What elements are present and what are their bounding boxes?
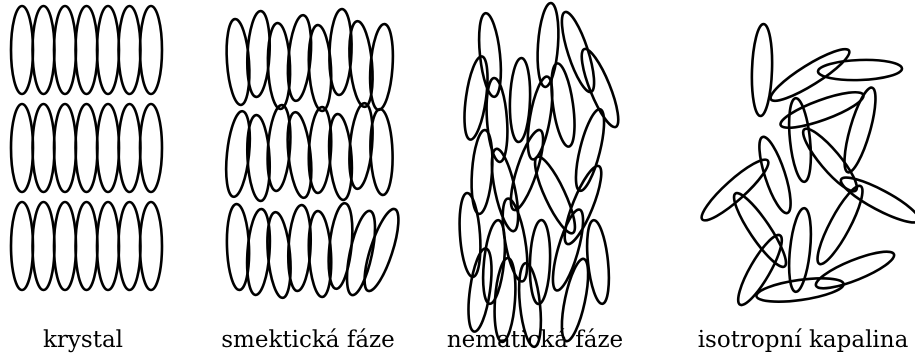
molecule-ellipse [119, 6, 141, 94]
molecule-ellipse [76, 6, 98, 94]
smectic-phase-molecules [223, 9, 406, 299]
molecule-ellipse [570, 107, 610, 193]
molecule-ellipse [457, 192, 483, 277]
molecule-ellipse [54, 104, 76, 192]
molecule-ellipse [33, 6, 55, 94]
molecule-ellipse [368, 23, 396, 110]
molecule-ellipse [76, 202, 98, 290]
molecule-ellipse [341, 209, 380, 298]
molecule-ellipse [529, 220, 552, 305]
molecule-ellipse [818, 59, 903, 82]
molecule-ellipse [140, 202, 162, 290]
molecule-ellipse [76, 104, 98, 192]
isotropic-liquid-molecules [696, 24, 915, 310]
molecule-ellipse [575, 45, 625, 130]
molecule-ellipse [119, 202, 141, 290]
label-isotropic-liquid: isotropní kapalina [698, 327, 909, 353]
molecule-ellipse [97, 104, 119, 192]
molecule-ellipse [811, 181, 870, 268]
molecule-ellipse [54, 6, 76, 94]
molecule-ellipse [358, 206, 405, 295]
molecule-ellipse [797, 123, 864, 197]
molecule-ellipse [547, 207, 589, 293]
molecule-ellipse [766, 42, 855, 108]
label-nematic-phase: nematická fáze [447, 327, 623, 353]
molecule-ellipse [140, 104, 162, 192]
molecule-ellipse [119, 104, 141, 192]
molecule-ellipse [54, 202, 76, 290]
molecule-ellipse [97, 202, 119, 290]
molecule-ellipse [11, 6, 33, 94]
crystal-phase-molecules [11, 6, 162, 290]
molecule-ellipse [33, 104, 55, 192]
molecule-ellipse [223, 110, 254, 198]
molecule-ellipse [11, 104, 33, 192]
molecule-ellipse [812, 245, 897, 295]
nematic-phase-molecules [457, 2, 625, 347]
molecule-ellipse [284, 111, 315, 199]
label-crystal: krystal [43, 327, 123, 353]
molecule-ellipse [556, 9, 601, 95]
molecule-ellipse [750, 24, 773, 117]
molecule-ellipse [584, 219, 613, 305]
molecule-ellipse [535, 2, 561, 87]
molecule-ellipse [33, 202, 55, 290]
molecule-ellipse [836, 171, 915, 230]
label-smectic-phase: smektická fáze [221, 327, 395, 353]
molecule-ellipse [11, 202, 33, 290]
molecule-ellipse [786, 97, 815, 183]
molecule-ellipse [486, 147, 523, 233]
molecule-ellipse [547, 62, 578, 148]
molecule-ellipse [140, 6, 162, 94]
molecule-ellipse [97, 6, 119, 94]
